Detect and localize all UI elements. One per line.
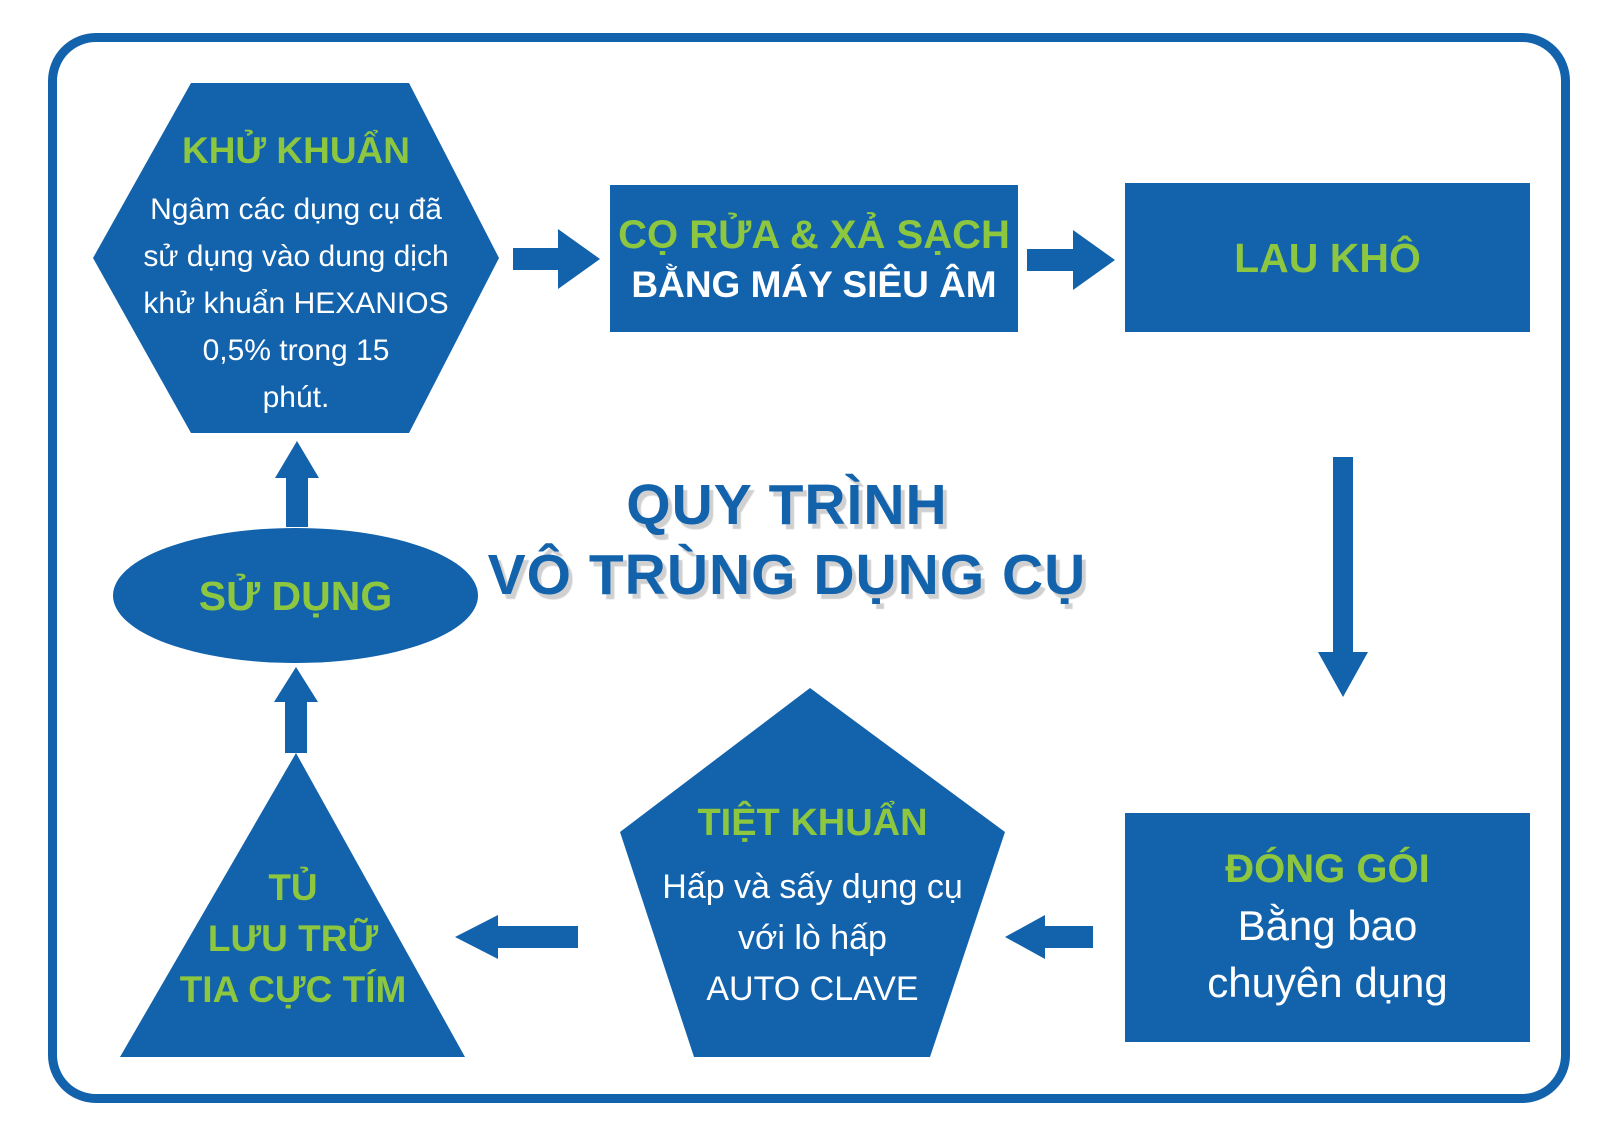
rect-co-rua: [610, 185, 1018, 332]
node-tiet-khuan-label: TIỆT KHUẨN Hấp và sấy dụng cụ với lò hấp…: [620, 800, 1005, 1015]
diagram-title-line: VÔ TRÙNG DỤNG CỤ: [487, 543, 1087, 607]
body-line: Bằng bao: [1237, 901, 1418, 949]
ellipse-su-dung: [113, 528, 478, 663]
body-line: với lò hấp: [738, 919, 887, 957]
node-tu-luu-tru-label: TỦ LƯU TRỮ TIA CỰC TÍM: [120, 862, 466, 1015]
node-su-dung-label: SỬ DỤNG: [113, 528, 478, 663]
diagram-title: QUY TRÌNH VÔ TRÙNG DỤNG CỤ: [380, 470, 1194, 610]
rect-dong-goi: [1125, 813, 1530, 1042]
body-line: chuyên dụng: [1207, 958, 1448, 1006]
node-khu-khuan-label: KHỬ KHUẨN Ngâm các dụng cụ đã sử dụng và…: [93, 128, 499, 421]
node-su-dung-title: SỬ DỤNG: [198, 572, 393, 619]
node-tiet-khuan-title: TIỆT KHUẨN: [697, 802, 928, 844]
node-khu-khuan-body: Ngâm các dụng cụ đã sử dụng vào dung dịc…: [93, 186, 499, 421]
node-lau-kho-label: LAU KHÔ: [1125, 183, 1530, 332]
pentagon-tiet-khuan: [620, 688, 1005, 1057]
diagram-title-line: QUY TRÌNH: [626, 473, 948, 537]
node-co-rua-body: BẰNG MÁY SIÊU ÂM: [631, 263, 997, 305]
arrow-co-rua-to-lau-kho: [1027, 230, 1115, 290]
outer-border-frame: [48, 33, 1570, 1103]
body-line: phút.: [262, 381, 330, 414]
body-line: AUTO CLAVE: [706, 970, 919, 1008]
arrow-khu-khuan-to-co-rua: [513, 229, 600, 289]
body-line: 0,5% trong 15: [202, 334, 390, 367]
node-line: TỦ: [268, 867, 318, 908]
arrow-tiet-khuan-to-tu-luu-tru: [455, 915, 578, 959]
arrow-su-dung-to-khu-khuan: [275, 441, 319, 527]
node-lau-kho-title: LAU KHÔ: [1234, 234, 1421, 281]
node-line: LƯU TRỮ: [207, 918, 379, 959]
node-line: TIA CỰC TÍM: [179, 969, 407, 1010]
body-line: sử dụng vào dung dịch: [143, 240, 449, 273]
node-tiet-khuan-body: Hấp và sấy dụng cụ với lò hấp AUTO CLAVE: [620, 862, 1005, 1015]
body-line: khử khuẩn HEXANIOS: [143, 287, 449, 320]
body-line: Hấp và sấy dụng cụ: [662, 868, 963, 906]
node-co-rua-title: CỌ RỬA & XẢ SẠCH: [618, 212, 1010, 257]
node-co-rua-label: CỌ RỬA & XẢ SẠCH BẰNG MÁY SIÊU ÂM: [610, 185, 1018, 332]
triangle-tu-luu-tru: [120, 753, 465, 1057]
hexagon-khu-khuan: [93, 83, 499, 433]
node-khu-khuan-title: KHỬ KHUẨN: [181, 130, 411, 171]
node-dong-goi-label: ĐÓNG GÓI Bằng bao chuyên dụng: [1125, 813, 1530, 1042]
rect-lau-kho: [1125, 183, 1530, 332]
arrow-tu-luu-tru-to-su-dung: [274, 667, 318, 753]
body-line: Ngâm các dụng cụ đã: [150, 193, 442, 226]
node-dong-goi-body: Bằng bao chuyên dụng: [1207, 897, 1448, 1011]
node-dong-goi-title: ĐÓNG GÓI: [1225, 846, 1430, 891]
arrow-lau-kho-to-dong-goi: [1318, 457, 1368, 697]
arrow-dong-goi-to-tiet-khuan: [1005, 915, 1093, 959]
